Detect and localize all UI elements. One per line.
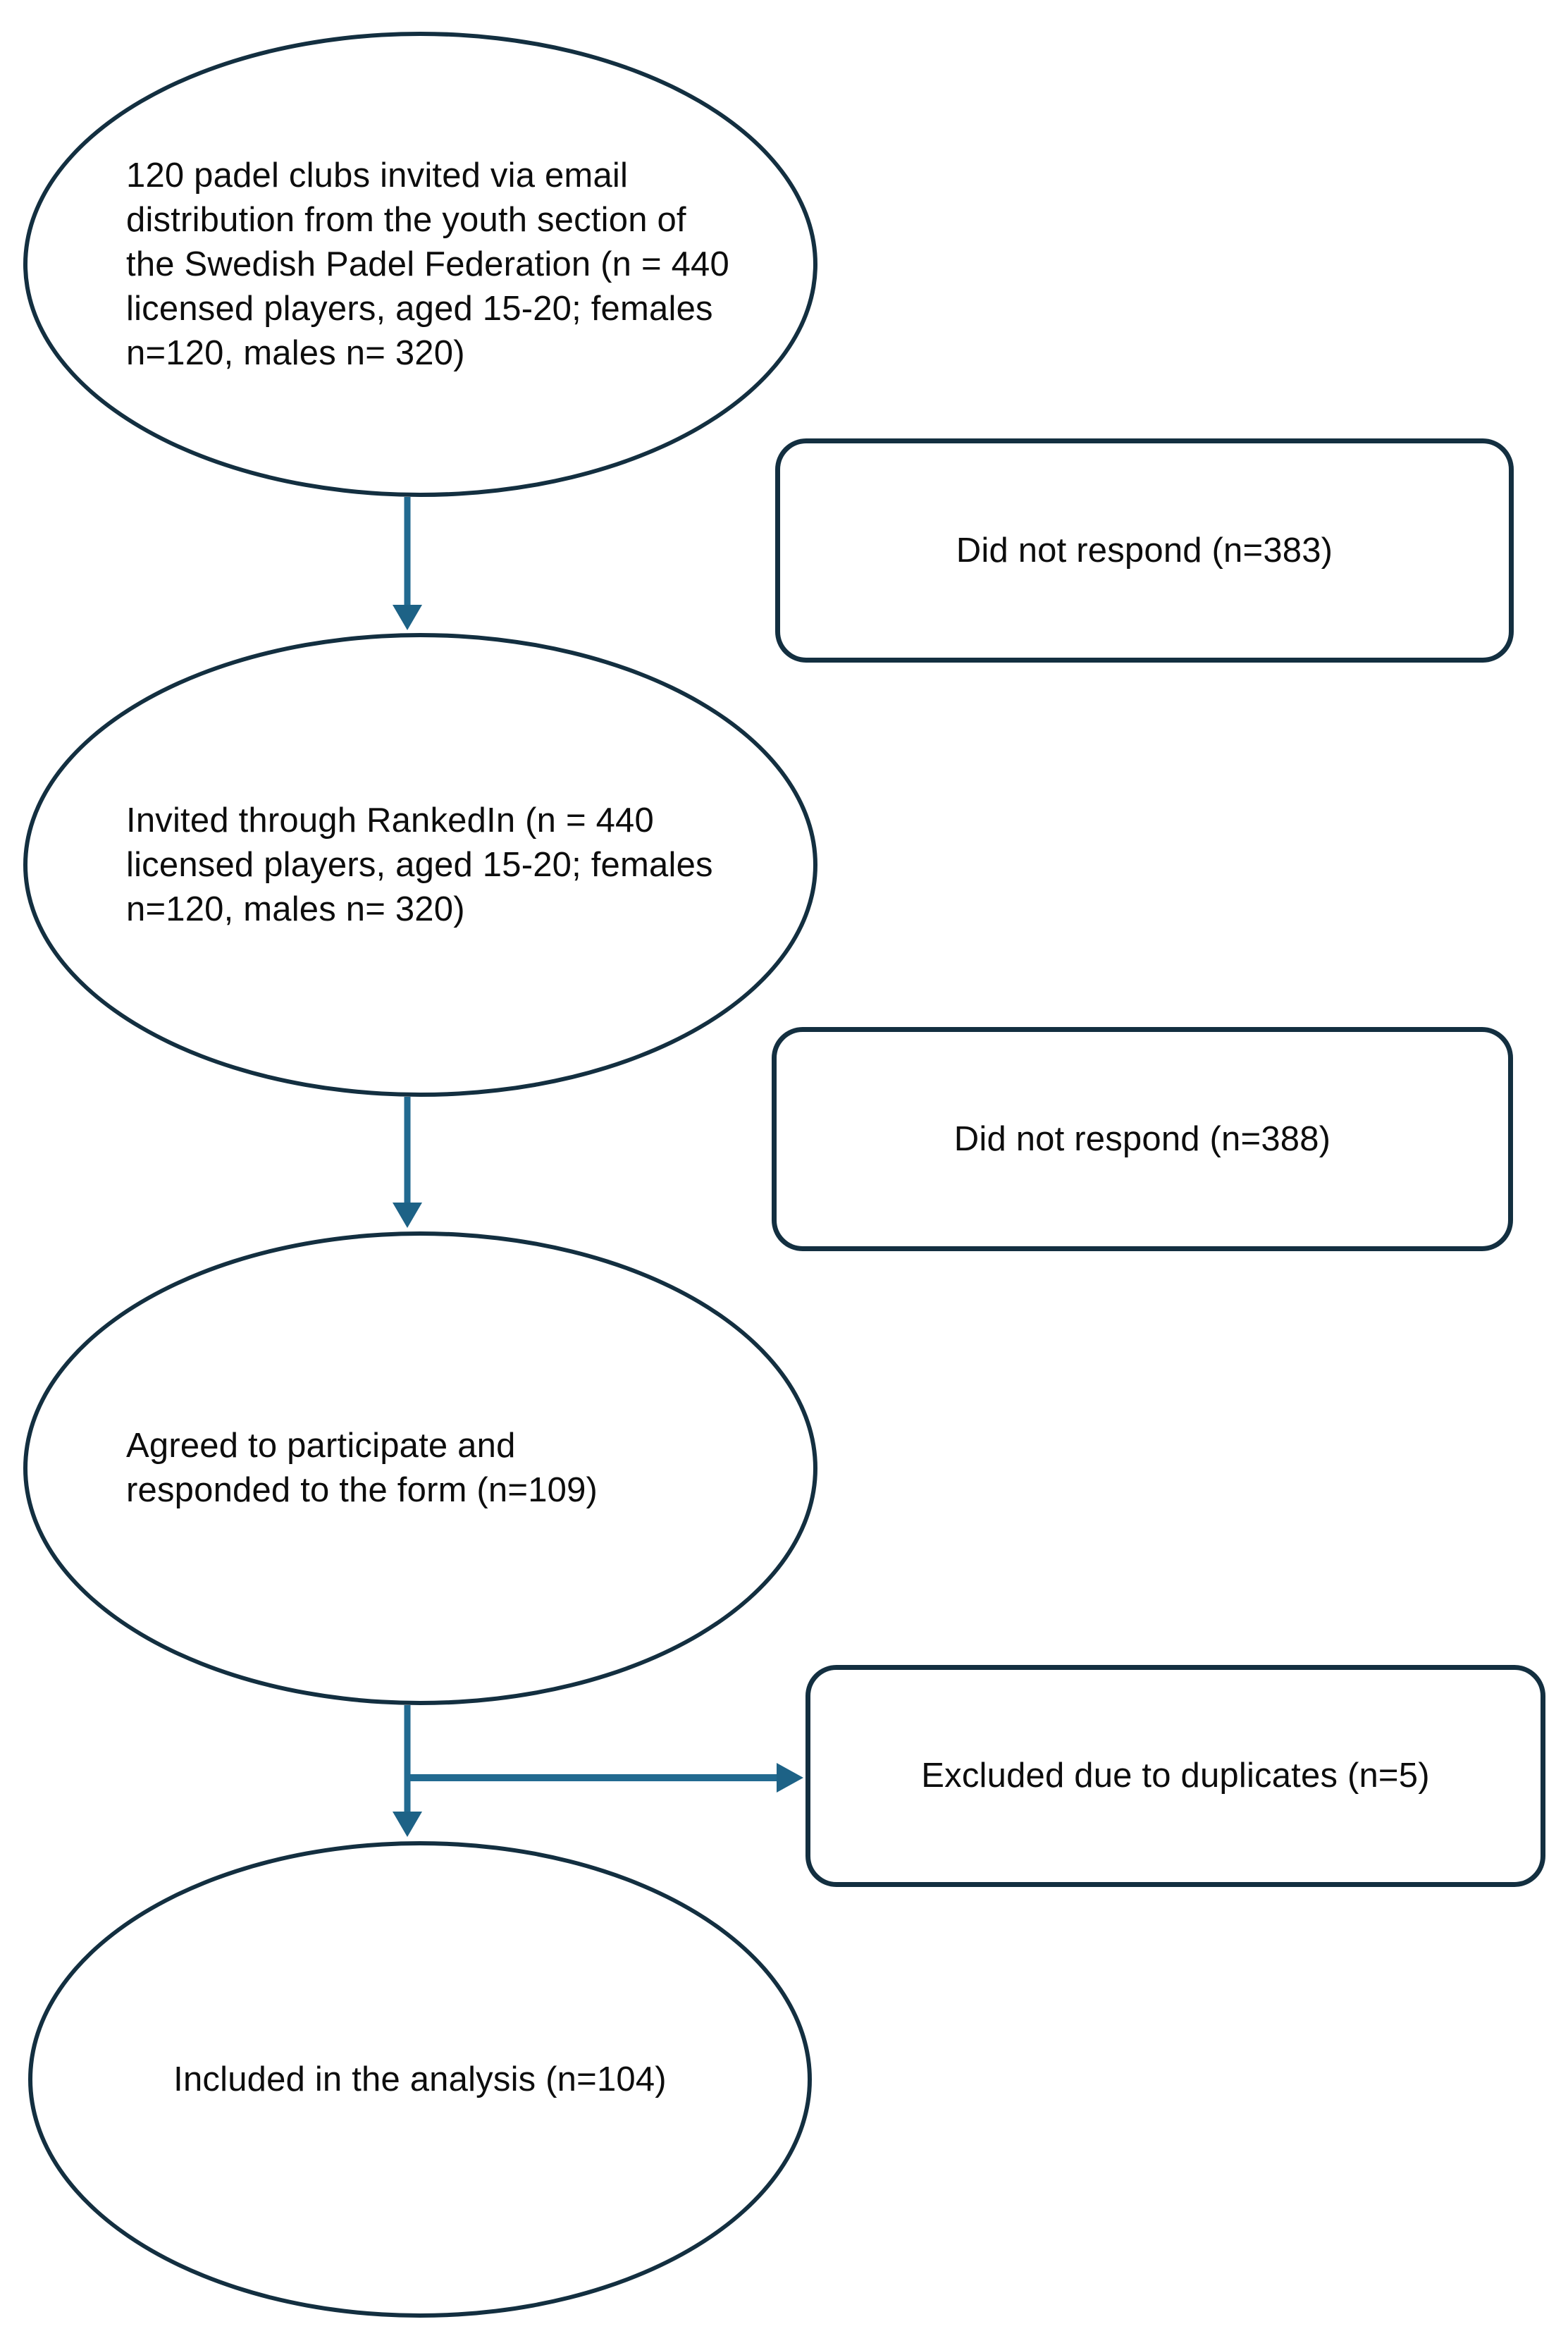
node-rankedin-invitation-text: Invited through RankedIn (n = 440 licens…: [27, 799, 741, 932]
node-included-in-analysis: Included in the analysis (n=104): [28, 1841, 812, 2318]
text-line: Agreed to participate and: [126, 1427, 516, 1465]
text-line: licensed players, aged 15-20; females: [126, 845, 713, 884]
text-line: n=120, males n= 320): [126, 890, 465, 928]
text-line: responded to the form (n=109): [126, 1471, 598, 1509]
box-did-not-respond-email-label: Did not respond (n=383): [956, 531, 1333, 570]
arrow-agreed-to-included-head: [393, 1812, 422, 1837]
node-agreed-to-participate: Agreed to participate and responded to t…: [23, 1231, 817, 1705]
text-line: licensed players, aged 15-20; females: [126, 289, 713, 328]
arrow-rankedin-to-agreed-head: [393, 1203, 422, 1228]
node-email-invitation: 120 padel clubs invited via email distri…: [23, 32, 817, 497]
box-did-not-respond-email: Did not respond (n=383): [775, 438, 1514, 663]
box-excluded-duplicates-label: Excluded due to duplicates (n=5): [921, 1757, 1430, 1795]
node-email-invitation-text: 120 padel clubs invited via email distri…: [27, 154, 758, 376]
arrow-agreed-to-excluded-head: [777, 1763, 803, 1793]
text-line: Included in the analysis (n=104): [173, 2060, 667, 2098]
node-rankedin-invitation: Invited through RankedIn (n = 440 licens…: [23, 633, 817, 1097]
box-did-not-respond-rankedin-label: Did not respond (n=388): [953, 1119, 1331, 1158]
text-line: n=120, males n= 320): [126, 333, 465, 372]
box-did-not-respond-rankedin: Did not respond (n=388): [772, 1027, 1513, 1251]
arrow-email-to-rankedin-head: [393, 605, 422, 630]
text-line: Invited through RankedIn (n = 440: [126, 801, 654, 840]
text-line: the Swedish Padel Federation (n = 440: [126, 245, 729, 283]
text-line: 120 padel clubs invited via email: [126, 156, 629, 195]
text-line: distribution from the youth section of: [126, 200, 686, 239]
node-agreed-to-participate-text: Agreed to participate and responded to t…: [27, 1424, 626, 1513]
box-excluded-duplicates: Excluded due to duplicates (n=5): [805, 1665, 1545, 1887]
node-included-in-analysis-text: Included in the analysis (n=104): [32, 2058, 808, 2102]
